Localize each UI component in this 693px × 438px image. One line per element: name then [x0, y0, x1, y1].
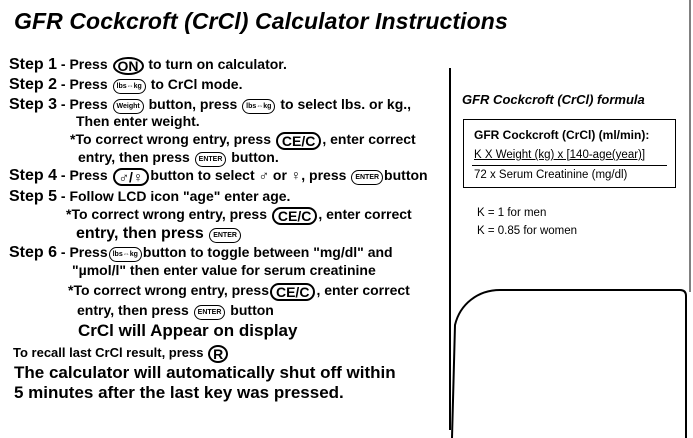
- step-5-text-d: entry, then press: [76, 225, 204, 242]
- step-3-text-h: button.: [231, 149, 279, 165]
- step-6-line-2: "µmol/l" then enter value for serum crea…: [72, 262, 376, 278]
- step-6-text-e: , enter correct: [316, 282, 410, 298]
- step-1-text-b: to turn on calculator.: [148, 56, 287, 72]
- step-4-text-b: button to select ♂ or ♀, press: [150, 167, 347, 183]
- step-2: Step 2 - Press lbs⇔kg to CrCl mode.: [9, 76, 242, 94]
- step-3-text-a: - Press: [60, 96, 108, 112]
- formula-numerator: K X Weight (kg) x [140-age(year)]: [474, 149, 646, 161]
- ce-c-key: CE/C: [271, 207, 318, 225]
- step-1-text-a: - Press: [60, 56, 108, 72]
- step-1: Step 1 - Press ON to turn on calculator.: [9, 56, 287, 75]
- step-5-line-2: *To correct wrong entry, press CE/C, ent…: [66, 206, 412, 225]
- step-3-line-3: *To correct wrong entry, press CE/C, ent…: [70, 131, 416, 150]
- step-3-line-2: Then enter weight.: [76, 113, 200, 129]
- fraction-bar: [472, 165, 667, 166]
- enter-key: ENTER: [351, 170, 384, 185]
- step-3-text-c: to select lbs. or kg.,: [280, 96, 412, 112]
- step-4-text-a: - Press: [60, 167, 108, 183]
- step-2-label: Step 2: [9, 76, 58, 93]
- k-women: K = 0.85 for women: [477, 225, 578, 237]
- recall-key: R: [208, 345, 229, 363]
- on-key: ON: [112, 57, 144, 75]
- step-5-text-b: *To correct wrong entry, press: [66, 206, 267, 222]
- recall-text: To recall last CrCl result, press: [13, 345, 204, 360]
- formula-box: GFR Cockcroft (CrCl) (ml/min): K X Weigh…: [463, 119, 676, 188]
- step-6-text-d: *To correct wrong entry, press: [68, 282, 269, 298]
- page-title: GFR Cockcroft (CrCl) Calculator Instruct…: [14, 8, 508, 34]
- formula-denominator: 72 x Serum Creatinine (mg/dl): [474, 169, 628, 181]
- lbs-kg-key: lbs⇔kg: [112, 79, 146, 94]
- gender-key: ♂/♀: [112, 168, 150, 186]
- step-5-line-3: entry, then press ENTER: [76, 225, 242, 243]
- crcl-display-note: CrCl will Appear on display: [78, 321, 298, 340]
- enter-key: ENTER: [209, 228, 241, 243]
- step-6-text-b: button to toggle between "mg/dl" and: [142, 244, 393, 260]
- ce-c-key: CE/C: [275, 132, 322, 150]
- enter-key: ENTER: [194, 152, 227, 167]
- step-3-label: Step 3: [9, 96, 58, 113]
- step-4-label: Step 4: [9, 167, 58, 184]
- step-6-text-g: button: [230, 302, 274, 318]
- vertical-divider: [449, 68, 451, 430]
- formula-heading: GFR Cockcroft (CrCl) (ml/min):: [474, 128, 650, 142]
- step-5-text-c: , enter correct: [318, 206, 412, 222]
- step-6-text-f: entry, then press: [77, 302, 189, 318]
- step-2-text-a: - Press: [60, 76, 108, 92]
- step-4-text-c: button: [384, 167, 428, 183]
- step-3: Step 3 - Press Weight button, press lbs⇔…: [9, 96, 411, 114]
- k-men: K = 1 for men: [477, 207, 547, 219]
- step-3-line-4: entry, then press ENTER button.: [78, 149, 279, 167]
- step-6-text-a: - Press: [60, 244, 108, 260]
- weight-key: Weight: [112, 99, 144, 114]
- step-6-line-4: entry, then press ENTER button: [77, 302, 274, 320]
- step-4: Step 4 - Press ♂/♀button to select ♂ or …: [9, 167, 428, 186]
- enter-key: ENTER: [193, 305, 226, 320]
- step-6-label: Step 6: [9, 244, 58, 261]
- step-3-text-f: , enter correct: [322, 131, 416, 147]
- step-5-label: Step 5: [9, 188, 58, 205]
- step-1-label: Step 1: [9, 56, 58, 73]
- step-5: Step 5 - Follow LCD icon "age" enter age…: [9, 188, 290, 205]
- ce-c-key: CE/C: [269, 283, 316, 301]
- step-3-text-g: entry, then press: [78, 149, 190, 165]
- step-5-text-a: - Follow LCD icon "age" enter age.: [60, 188, 291, 204]
- step-3-text-b: button, press: [148, 96, 238, 112]
- recall-line: To recall last CrCl result, press R: [13, 344, 229, 363]
- shutoff-line-1: The calculator will automatically shut o…: [14, 363, 396, 382]
- formula-title: GFR Cockcroft (CrCl) formula: [462, 92, 645, 107]
- step-3-text-e: *To correct wrong entry, press: [70, 131, 271, 147]
- step-2-text-b: to CrCl mode.: [150, 76, 243, 92]
- shutoff-line-2: 5 minutes after the last key was pressed…: [14, 383, 344, 402]
- lbs-kg-key: lbs⇔kg: [242, 99, 276, 114]
- lbs-kg-key: lbs⇔kg: [108, 247, 142, 262]
